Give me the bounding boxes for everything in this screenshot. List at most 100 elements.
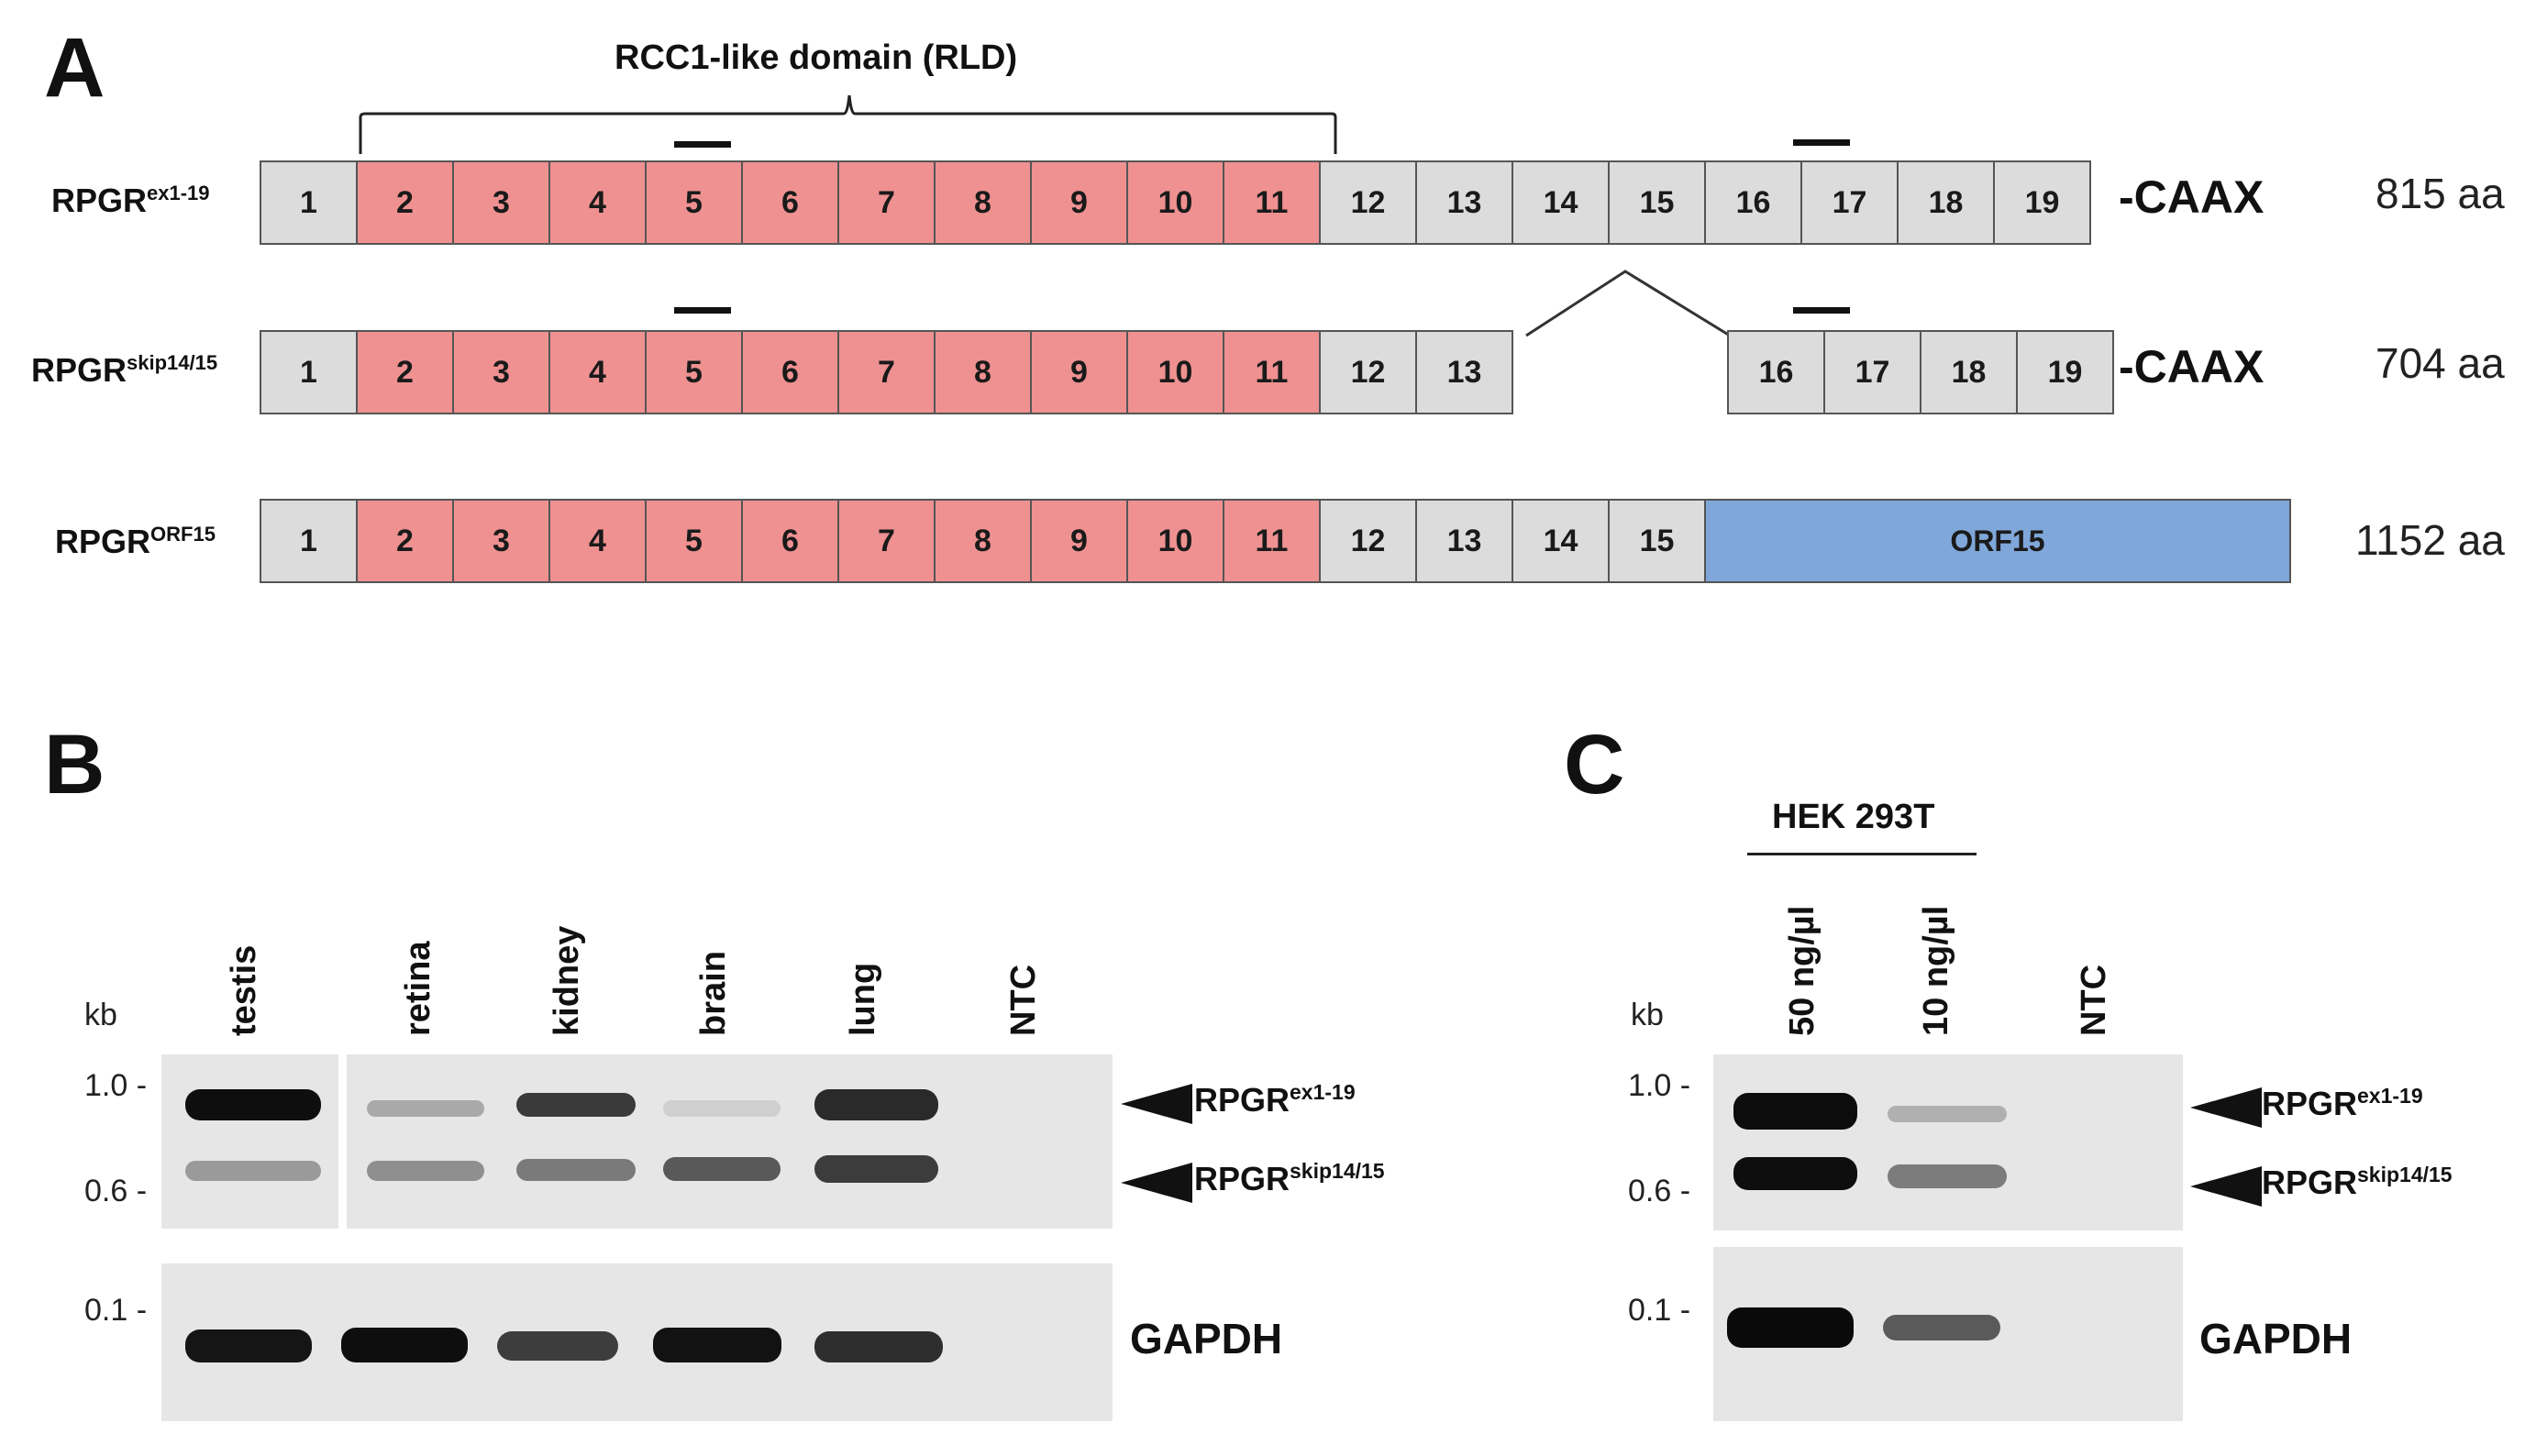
lane-label-ntc-c: NTC (2075, 964, 2113, 1036)
exon-1: 1 (260, 330, 358, 414)
rld-label: RCC1-like domain (RLD) (615, 39, 1018, 77)
exon-4: 4 (548, 330, 647, 414)
exon-10: 10 (1126, 160, 1224, 245)
arrow-skip14-15 (1121, 1163, 1192, 1203)
exon-15: 15 (1608, 499, 1706, 583)
rld-bracket (359, 94, 1337, 154)
exon-17: 17 (1800, 160, 1899, 245)
caax-motif: -CAAX (2119, 171, 2265, 223)
band-skip14-15 (1733, 1157, 1857, 1190)
gel-gapdh-b (161, 1263, 1113, 1421)
marker-1-0: 1.0 - (1628, 1068, 1691, 1103)
band-gapdh (1883, 1315, 2000, 1340)
lane-label-brain: brain (694, 951, 733, 1036)
exon-13: 13 (1415, 330, 1513, 414)
exon-12: 12 (1319, 330, 1417, 414)
exon-10: 10 (1126, 499, 1224, 583)
exon-1: 1 (260, 499, 358, 583)
arrow-ex1-19 (1121, 1084, 1192, 1124)
exon-9: 9 (1030, 160, 1128, 245)
exon-15: 15 (1608, 160, 1706, 245)
isoform-label-skip14-15: RPGRskip14/15 (31, 351, 218, 389)
isoform-label-ex1-19: RPGRex1-19 (51, 182, 210, 219)
band-skip14-15 (1888, 1164, 2007, 1188)
exon-16: 16 (1704, 160, 1802, 245)
exon-4: 4 (548, 160, 647, 245)
exon-9: 9 (1030, 499, 1128, 583)
exon-3: 3 (452, 160, 550, 245)
marker-0-6: 0.6 - (84, 1174, 148, 1208)
gapdh-label: GAPDH (1130, 1315, 1283, 1362)
antibody-epitope-bar (674, 307, 731, 314)
exon-13: 13 (1415, 160, 1513, 245)
kb-label: kb (84, 998, 117, 1032)
exon-11: 11 (1223, 160, 1321, 245)
exon-14: 14 (1512, 499, 1610, 583)
band-ex1-19 (1733, 1093, 1857, 1130)
kb-label: kb (1631, 998, 1664, 1032)
protein-length: 1152 aa (2355, 516, 2505, 564)
band-gapdh (497, 1331, 618, 1361)
exon-18: 18 (1920, 330, 2018, 414)
exon-13: 13 (1415, 499, 1513, 583)
exon-5: 5 (645, 330, 743, 414)
band-ex1-19 (185, 1089, 321, 1120)
band-gapdh (341, 1328, 468, 1362)
lane-label-testis: testis (225, 944, 263, 1036)
exon-row-ex1-19: 1 2 3 4 5 6 7 8 9 10 11 12 13 14 15 16 1… (260, 160, 2091, 245)
lane-label-retina: retina (399, 941, 437, 1036)
exon-row-skip-right: 16 17 18 19 (1727, 330, 2114, 414)
protein-length: 704 aa (2375, 339, 2505, 387)
exon-4: 4 (548, 499, 647, 583)
band-label-ex1-19: RPGRex1-19 (1194, 1080, 1356, 1119)
exon-19: 19 (2016, 330, 2114, 414)
exon-16: 16 (1727, 330, 1825, 414)
exon-12: 12 (1319, 499, 1417, 583)
band-label-skip14-15: RPGRskip14/15 (2262, 1163, 2453, 1201)
exon-3: 3 (452, 499, 550, 583)
panel-a-letter: A (44, 21, 105, 115)
band-skip14-15 (814, 1155, 938, 1183)
lane-label-ntc: NTC (1004, 964, 1043, 1036)
band-skip14-15 (516, 1159, 636, 1181)
lane-label-10ng: 10 ng/µl (1917, 905, 1955, 1036)
exon-2: 2 (356, 330, 454, 414)
exon-10: 10 (1126, 330, 1224, 414)
isoform-label-orf15: RPGRORF15 (55, 523, 216, 560)
band-skip14-15 (663, 1157, 781, 1181)
protein-length: 815 aa (2375, 170, 2505, 217)
gel-rpgr-testis (161, 1054, 338, 1229)
exon-8: 8 (934, 330, 1032, 414)
arrow-skip14-15 (2190, 1166, 2262, 1207)
lane-label-lung: lung (844, 962, 882, 1036)
antibody-epitope-bar (1793, 307, 1850, 314)
orf15-exon: ORF15 (1704, 499, 2291, 583)
band-gapdh (1727, 1307, 1854, 1348)
antibody-epitope-bar (674, 141, 731, 148)
marker-0-6: 0.6 - (1628, 1174, 1691, 1208)
band-skip14-15 (185, 1161, 321, 1181)
exon-17: 17 (1823, 330, 1921, 414)
exon-18: 18 (1897, 160, 1995, 245)
arrow-ex1-19 (2190, 1087, 2262, 1128)
caax-motif: -CAAX (2119, 341, 2265, 392)
lane-label-50ng: 50 ng/µl (1783, 905, 1822, 1036)
gel-gapdh-c (1713, 1247, 2183, 1421)
exon-8: 8 (934, 499, 1032, 583)
cell-line-underline (1747, 853, 1977, 855)
gel-rpgr-tissues (347, 1054, 1113, 1229)
marker-0-1: 0.1 - (1628, 1293, 1691, 1328)
band-ex1-19 (1888, 1106, 2007, 1122)
antibody-epitope-bar (1793, 139, 1850, 146)
exon-6: 6 (741, 330, 839, 414)
exon-2: 2 (356, 499, 454, 583)
exon-5: 5 (645, 160, 743, 245)
exon-19: 19 (1993, 160, 2091, 245)
panel-c-letter: C (1564, 718, 1625, 811)
band-label-skip14-15: RPGRskip14/15 (1194, 1159, 1385, 1197)
exon-6: 6 (741, 499, 839, 583)
exon-7: 7 (837, 160, 936, 245)
exon-6: 6 (741, 160, 839, 245)
exon-11: 11 (1223, 499, 1321, 583)
exon-3: 3 (452, 330, 550, 414)
